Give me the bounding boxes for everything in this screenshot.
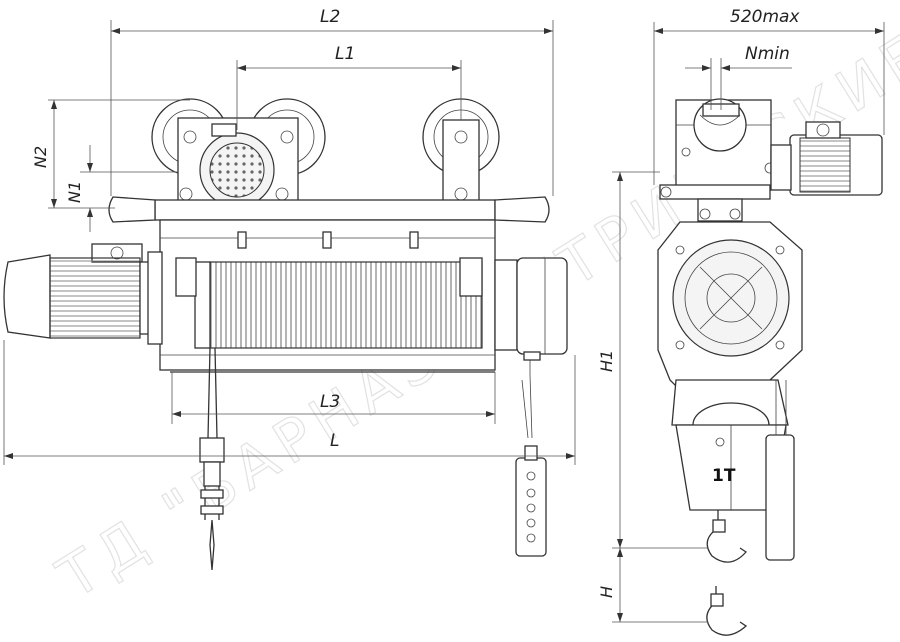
dim-n2-label: N2 bbox=[31, 146, 50, 168]
dim-h1-label: H1 bbox=[597, 350, 616, 372]
side-view bbox=[657, 98, 883, 636]
front-dimensions: L2 L1 N2 N1 L3 L bbox=[3, 7, 576, 465]
capacity-label: 1T bbox=[712, 466, 736, 486]
pendant-control bbox=[515, 374, 547, 557]
front-view bbox=[3, 98, 568, 571]
side-dimensions: 520max Nmin H1 H bbox=[597, 7, 885, 623]
dim-n1-label: N1 bbox=[65, 181, 84, 203]
gearbox bbox=[494, 257, 568, 375]
dim-h-label: H bbox=[597, 586, 616, 598]
hoist-motor bbox=[3, 243, 163, 345]
hook-block-front bbox=[199, 347, 225, 571]
dim-l-label: L bbox=[330, 431, 339, 451]
dim-nmin-label: Nmin bbox=[745, 44, 790, 64]
dim-width-max-label: 520max bbox=[730, 7, 800, 27]
dim-l3-label: L3 bbox=[320, 392, 340, 412]
dim-l2-label: L2 bbox=[320, 7, 340, 27]
dim-l1-label: L1 bbox=[335, 44, 355, 64]
